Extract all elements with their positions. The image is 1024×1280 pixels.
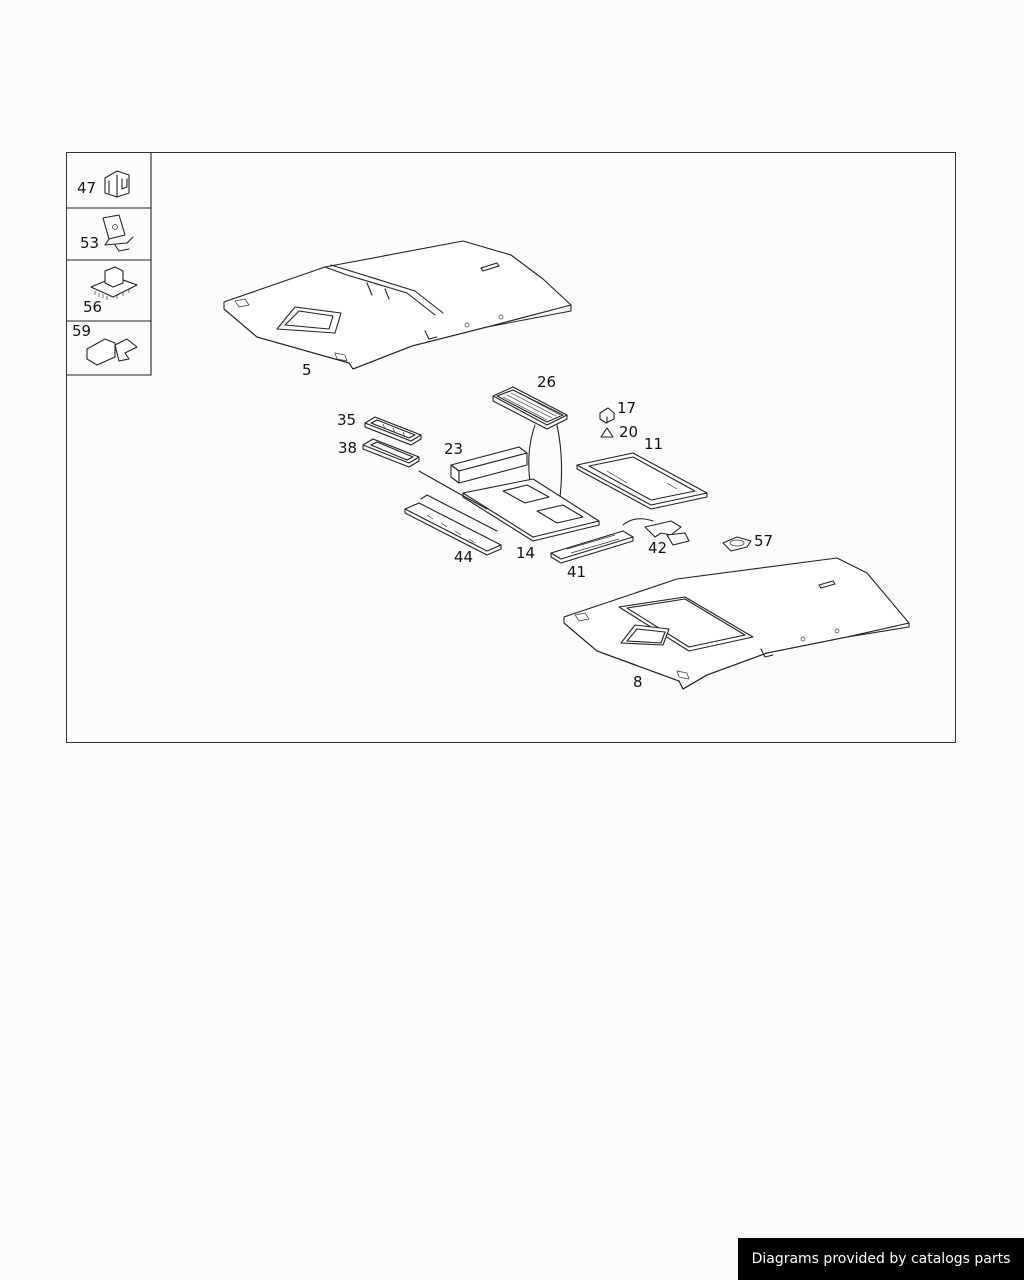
callout-14: 14 — [516, 544, 535, 562]
credit-banner: Diagrams provided by catalogs parts — [738, 1238, 1024, 1280]
callout-41: 41 — [567, 563, 586, 581]
clip-part-20 — [600, 427, 614, 438]
callout-11: 11 — [644, 435, 663, 453]
headliner-part-8 — [563, 557, 910, 690]
callout-8: 8 — [633, 673, 643, 691]
callout-17: 17 — [617, 399, 636, 417]
frame-part-11 — [576, 452, 708, 510]
parts-diagram: 47 53 56 59 5 26 17 20 — [67, 153, 910, 691]
callout-44: 44 — [454, 548, 473, 566]
clip-part-47 — [104, 170, 130, 198]
panel-part-14 — [418, 470, 600, 542]
callout-53: 53 — [80, 234, 99, 252]
rail-part-23 — [450, 446, 528, 484]
callout-56: 56 — [83, 298, 102, 316]
screw-part-17 — [599, 407, 615, 424]
side-rail-part-44 — [404, 494, 502, 556]
callout-59: 59 — [72, 322, 91, 340]
parts-diagram-frame: 47 53 56 59 5 26 17 20 — [66, 152, 956, 743]
bracket-part-53 — [102, 214, 134, 252]
callout-5: 5 — [302, 361, 312, 379]
bracket-part-42 — [622, 518, 690, 546]
callout-26: 26 — [537, 373, 556, 391]
callout-42: 42 — [648, 539, 667, 557]
lamp-part-38 — [362, 438, 420, 468]
foam-part-59 — [86, 338, 138, 366]
lamp-part-35 — [364, 416, 422, 446]
headliner-part-5 — [223, 240, 572, 370]
callout-35: 35 — [337, 411, 356, 429]
retainer-part-56 — [90, 266, 138, 300]
callout-38: 38 — [338, 439, 357, 457]
callout-20: 20 — [619, 423, 638, 441]
callout-23: 23 — [444, 440, 463, 458]
strip-part-41 — [550, 530, 634, 564]
lamp-part-57 — [722, 536, 752, 552]
grille-part-26 — [492, 386, 568, 430]
callout-47: 47 — [77, 179, 96, 197]
callout-57: 57 — [754, 532, 773, 550]
inset-panel: 47 53 56 59 — [67, 153, 152, 376]
